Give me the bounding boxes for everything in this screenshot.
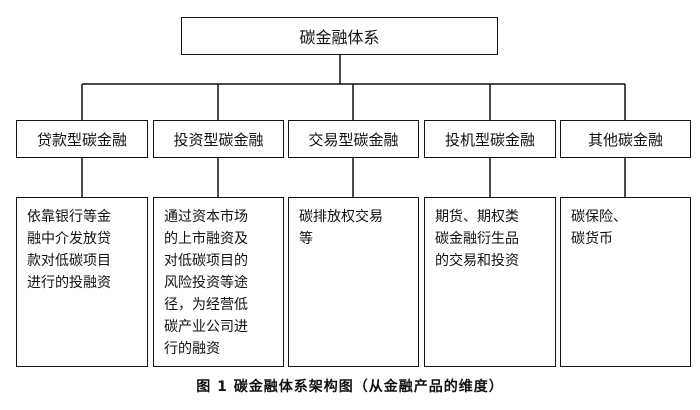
category-node-investment: 投资型碳金融 — [153, 120, 284, 158]
root-node: 碳金融体系 — [181, 17, 498, 55]
description-node-trading: 碳排放权交易 等 — [288, 197, 419, 367]
description-line: 的上市融资及 — [164, 231, 248, 247]
description-line: 进行的投融资 — [27, 275, 111, 291]
description-line: 碳货币 — [571, 231, 613, 247]
description-node-loan: 依靠银行等金 融中介发放贷 款对低碳项目 进行的投融资 — [16, 197, 148, 367]
description-line: 等 — [299, 231, 313, 247]
description-node-other: 碳保险、 碳货币 — [560, 197, 691, 367]
description-line: 通过资本市场 — [164, 209, 248, 225]
description-line: 行的融资 — [164, 341, 220, 357]
description-line: 碳产业公司进 — [164, 319, 248, 335]
category-node-loan: 贷款型碳金融 — [16, 120, 148, 158]
description-line: 期货、期权类 — [435, 209, 519, 225]
description-line: 的交易和投资 — [435, 253, 519, 269]
category-node-trading: 交易型碳金融 — [288, 120, 419, 158]
description-line: 对低碳项目的 — [164, 253, 248, 269]
category-node-speculative: 投机型碳金融 — [424, 120, 556, 158]
description-line: 款对低碳项目 — [27, 253, 111, 269]
description-line: 依靠银行等金 — [27, 209, 111, 225]
description-node-speculative: 期货、期权类 碳金融衍生品 的交易和投资 — [424, 197, 556, 367]
description-line: 风险投资等途 — [164, 275, 248, 291]
description-line: 碳排放权交易 — [299, 209, 383, 225]
figure-caption: 图 1 碳金融体系架构图（从金融产品的维度） — [196, 379, 504, 395]
description-node-investment: 通过资本市场 的上市融资及 对低碳项目的 风险投资等途 径，为经营低 碳产业公司… — [153, 197, 284, 367]
category-node-other: 其他碳金融 — [560, 120, 691, 158]
description-line: 碳保险、 — [571, 209, 627, 225]
description-line: 碳金融衍生品 — [435, 231, 519, 247]
description-line: 融中介发放贷 — [27, 231, 111, 247]
description-line: 径，为经营低 — [164, 297, 248, 313]
